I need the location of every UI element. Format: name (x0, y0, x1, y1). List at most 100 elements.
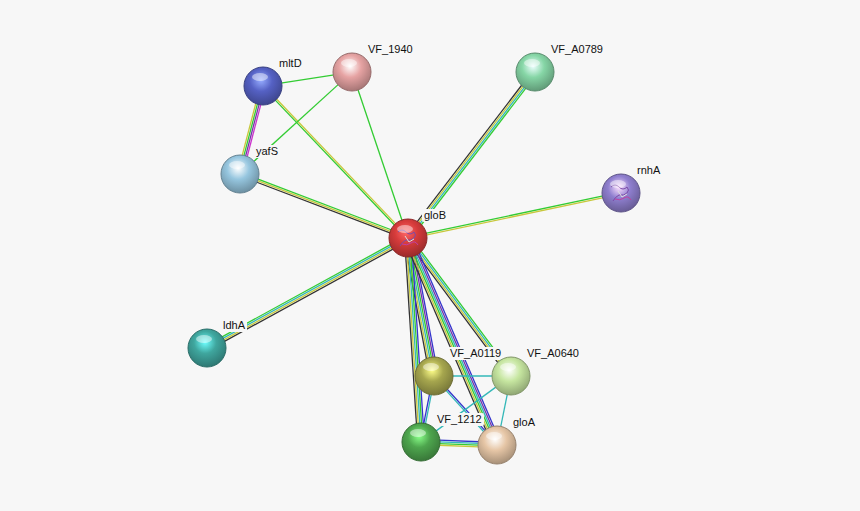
node-label: VF_A0119 (448, 347, 503, 360)
edge-strand (420, 87, 525, 224)
node-sphere (401, 422, 441, 462)
interaction-edge (501, 394, 508, 428)
sphere-highlight (610, 180, 626, 188)
sphere-body (602, 174, 640, 212)
edge-strand (417, 254, 492, 428)
sphere-highlight (397, 225, 413, 233)
protein-node: ldhA (187, 328, 227, 368)
protein-node: mltD (243, 66, 283, 106)
protein-node: gloB (388, 218, 428, 258)
interaction-edge (417, 251, 503, 363)
edge-strand (436, 387, 497, 432)
node-sphere (515, 52, 555, 92)
sphere-body (402, 423, 440, 461)
interaction-edge (424, 393, 432, 424)
protein-node: rnhA (601, 173, 641, 213)
sphere-highlight (524, 59, 540, 67)
edge-strand (439, 445, 479, 447)
sphere-body (516, 53, 554, 91)
edge-strand (421, 88, 526, 225)
node-sphere (388, 218, 428, 258)
sphere-highlight (341, 59, 357, 67)
sphere-body (188, 329, 226, 367)
edge-strand (256, 182, 390, 233)
interaction-edge (256, 179, 392, 233)
node-label: gloB (422, 209, 448, 222)
sphere-body (244, 67, 282, 105)
protein-node: VF_A0789 (515, 52, 555, 92)
node-sphere (477, 425, 517, 465)
interaction-edge (452, 376, 493, 377)
node-sphere (601, 173, 641, 213)
edge-strand (418, 86, 523, 223)
protein-node: VF_A0640 (491, 356, 531, 396)
edge-strand (222, 246, 391, 339)
node-label: VF_A0789 (549, 43, 605, 56)
protein-node: VF_A0119 (414, 356, 454, 396)
interaction-edge (358, 89, 402, 221)
node-sphere (332, 52, 372, 92)
node-sphere (220, 154, 260, 194)
edge-strand (276, 98, 396, 224)
edge-strand (222, 244, 391, 337)
sphere-body (389, 219, 427, 257)
edge-strand (501, 394, 508, 428)
edge-strand (406, 256, 417, 424)
edge-strand (452, 375, 493, 376)
sphere-highlight (410, 429, 426, 437)
interaction-edge (275, 98, 396, 225)
interaction-edge (425, 196, 603, 235)
edge-strand (223, 247, 392, 340)
node-sphere (187, 328, 227, 368)
sphere-highlight (486, 432, 502, 440)
edge-strand (417, 85, 522, 222)
node-sphere (243, 66, 283, 106)
node-label: yafS (254, 145, 280, 158)
node-label: VF_1940 (366, 43, 415, 56)
edge-strand (426, 198, 604, 236)
node-label: mltD (277, 57, 304, 70)
interaction-edge (439, 440, 479, 447)
sphere-highlight (252, 73, 268, 81)
edge-strand (407, 256, 418, 424)
sphere-highlight (196, 335, 212, 343)
sphere-highlight (229, 161, 245, 169)
edge-strand (257, 179, 391, 230)
edge-strand (257, 180, 391, 231)
edge-strand (424, 393, 430, 424)
sphere-highlight (500, 363, 516, 371)
protein-node: gloA (477, 425, 517, 465)
edge-strand (224, 249, 393, 342)
interaction-edge (222, 244, 394, 341)
edge-strand (414, 255, 489, 429)
edge-strand (413, 256, 488, 430)
edge-strand (425, 196, 603, 234)
sphere-highlight (423, 363, 439, 371)
interaction-edge (406, 256, 423, 425)
sphere-body (492, 357, 530, 395)
edge-strand (411, 256, 486, 430)
sphere-body (478, 426, 516, 464)
node-label: VF_1212 (435, 413, 484, 426)
sphere-body (333, 53, 371, 91)
node-sphere (491, 356, 531, 396)
node-label: gloA (511, 416, 537, 429)
node-label: VF_A0640 (525, 347, 581, 360)
sphere-body (415, 357, 453, 395)
protein-node: VF_1212 (401, 422, 441, 462)
edge-strand (419, 252, 500, 361)
interaction-edge (411, 253, 494, 430)
edge-strand (275, 100, 395, 226)
node-sphere (414, 356, 454, 396)
protein-node: yafS (220, 154, 260, 194)
interaction-edge (281, 75, 334, 83)
edge-strand (358, 89, 402, 221)
edge-strand (419, 253, 494, 427)
sphere-body (221, 155, 259, 193)
interaction-edge (436, 387, 497, 432)
edge-strand (281, 75, 334, 83)
protein-node: VF_1940 (332, 52, 372, 92)
node-label: rnhA (635, 164, 662, 177)
node-label: ldhA (221, 319, 247, 332)
